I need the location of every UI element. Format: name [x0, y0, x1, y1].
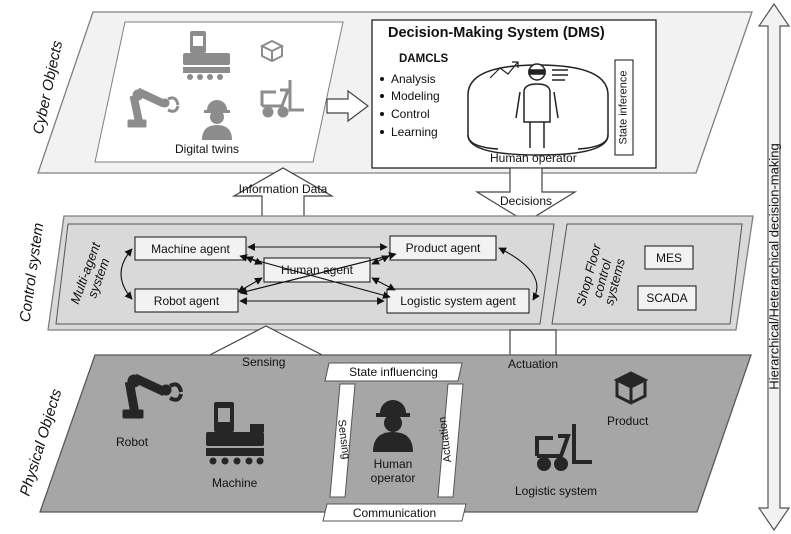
- dms-item-learning: Learning: [391, 125, 438, 139]
- logistic-agent-label: Logistic system agent: [400, 294, 516, 308]
- sensing-flow-label: Sensing: [242, 355, 286, 369]
- product-agent-box: [389, 235, 497, 261]
- robot-label: Robot: [116, 435, 149, 449]
- dms-item-analysis: Analysis: [391, 72, 436, 86]
- machine-icon-cyber: [183, 31, 230, 80]
- dms-item-modeling: Modeling: [391, 89, 440, 103]
- actuation-vertical-box: [437, 383, 464, 498]
- robot-arm-icon-physical: [122, 373, 183, 419]
- side-double-arrow: [757, 2, 791, 532]
- product-agent-label: Product agent: [405, 241, 481, 255]
- dms-operator-label: Human operator: [490, 151, 577, 165]
- dms-acronym: DAMCLS: [399, 53, 449, 65]
- machine-agent-box: [134, 236, 247, 261]
- digital-twins-label: Digital twins: [175, 142, 240, 156]
- product-box-icon: [613, 371, 649, 405]
- sensing-vertical-box: [329, 383, 356, 498]
- agent-connections: [120, 243, 540, 305]
- forklift-icon-cyber: [260, 80, 304, 118]
- state-influencing-label: State influencing: [349, 365, 438, 379]
- state-inference-box: [614, 59, 634, 156]
- robot-agent-box: [134, 288, 239, 313]
- decisions-label: Decisions: [500, 194, 553, 208]
- dms-bullets: [380, 77, 384, 134]
- scada-label: SCADA: [646, 291, 688, 305]
- scada-box: [637, 285, 697, 311]
- communication-label: Communication: [352, 506, 437, 520]
- human-agent-label: Human agent: [280, 263, 354, 277]
- machine-icon-physical: [206, 402, 264, 465]
- communication-box: [322, 503, 467, 522]
- machine-agent-label: Machine agent: [151, 242, 230, 256]
- worker-icon-physical: [373, 400, 413, 452]
- robot-arm-icon: [127, 87, 180, 128]
- box-icon-cyber: [259, 39, 285, 63]
- human-operator-label: Human operator: [370, 457, 416, 485]
- mes-label: MES: [655, 251, 682, 265]
- logistic-system-label: Logistic system: [515, 484, 598, 498]
- twins-to-dms-arrow: [326, 89, 369, 123]
- state-inference-label: State inference: [617, 70, 630, 145]
- mes-box: [644, 245, 694, 270]
- robot-agent-label: Robot agent: [153, 294, 220, 308]
- vr-operator-illustration: [467, 61, 609, 156]
- side-axis-label: Hierarchical/Heterarchical decision-maki…: [766, 143, 782, 390]
- decisions-arrow: [474, 167, 578, 223]
- state-influencing-box: [324, 362, 463, 382]
- information-data-label: Information Data: [238, 182, 328, 196]
- product-label: Product: [607, 414, 649, 428]
- dms-item-control: Control: [391, 107, 430, 121]
- dms-title: Decision-Making System (DMS): [388, 25, 605, 41]
- actuation-flow-label: Actuation: [508, 357, 559, 371]
- forklift-icon-physical: [535, 424, 592, 471]
- digital-twins-frame: [94, 21, 344, 163]
- machine-label: Machine: [212, 476, 258, 490]
- worker-icon-cyber: [202, 100, 232, 140]
